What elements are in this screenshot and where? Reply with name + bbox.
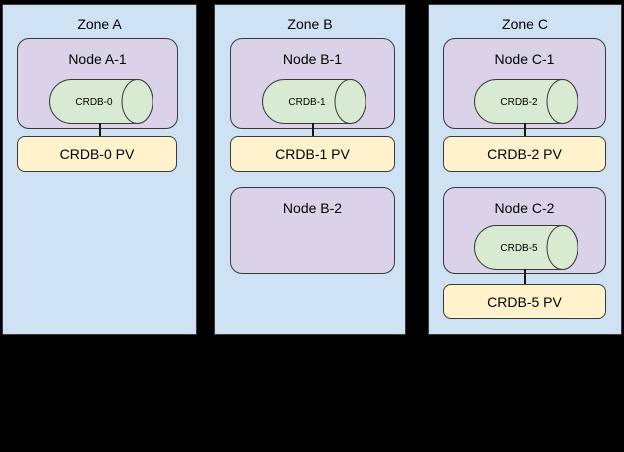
zone-a-label: Zone A [77,16,122,32]
database-label: CRDB-0 [75,97,113,108]
connector-line [312,123,314,136]
pv-box-crdb-1: CRDB-1 PV [230,136,395,172]
zone-c-label: Zone C [502,16,548,32]
node-b1-label: Node B-1 [282,51,343,67]
pv-box-crdb-0: CRDB-0 PV [17,136,177,172]
node-c2: Node C-2 CRDB-5 [443,187,606,274]
zone-b-label: Zone B [287,16,333,32]
database-cylinder-crdb-2: CRDB-2 [474,79,578,124]
pv-box-crdb-2: CRDB-2 PV [443,136,606,172]
zone-a: Zone A Node A-1 CRDB-0 CRDB-0 PV [2,4,197,335]
node-a1-label: Node A-1 [68,51,127,67]
zone-c: Zone C Node C-1 CRDB-2 CRDB-2 PV Node C-… [428,4,622,335]
node-b2: Node B-2 [230,187,395,274]
connector-line [524,123,526,136]
database-cylinder-crdb-5: CRDB-5 [474,225,578,270]
node-a1: Node A-1 CRDB-0 [17,38,178,129]
connector-line [99,123,101,136]
node-c2-label: Node C-2 [494,200,555,216]
node-b1: Node B-1 CRDB-1 [230,38,395,129]
database-label: CRDB-1 [288,97,326,108]
database-cylinder-crdb-1: CRDB-1 [262,79,366,124]
database-label: CRDB-2 [500,97,538,108]
node-c1-label: Node C-1 [494,51,555,67]
database-label: CRDB-5 [500,243,538,254]
node-b2-label: Node B-2 [282,200,343,216]
pv-box-crdb-5: CRDB-5 PV [443,284,606,319]
connector-line [524,269,526,284]
node-c1: Node C-1 CRDB-2 [443,38,606,129]
database-cylinder-crdb-0: CRDB-0 [49,79,153,124]
zone-b: Zone B Node B-1 CRDB-1 CRDB-1 PV Node B-… [214,4,406,335]
